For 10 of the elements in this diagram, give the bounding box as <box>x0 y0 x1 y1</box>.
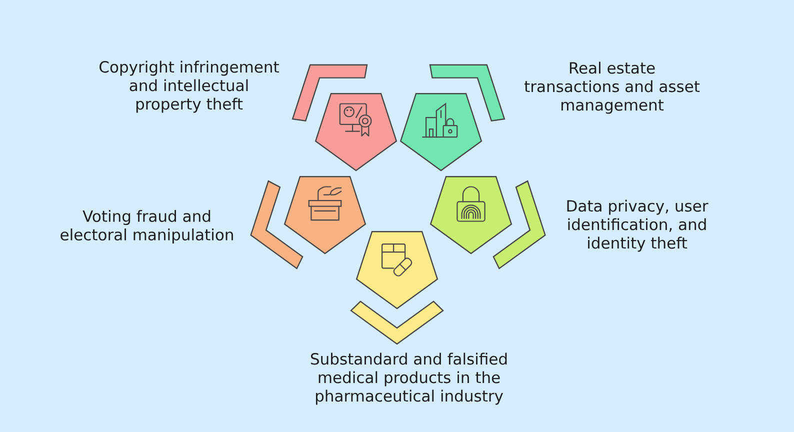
node-label: Voting fraud and electoral manipulation <box>60 210 233 244</box>
pentagon-with-band <box>250 176 366 270</box>
node-label: Copyright infringement and intellectual property theft <box>100 60 279 113</box>
node-label: Data privacy, user identification, and identity theft <box>567 200 708 252</box>
pentagon-with-band <box>400 64 506 172</box>
pentagon-with-band <box>350 231 444 345</box>
pentagon-with-band <box>292 64 398 172</box>
node-label: Substandard and falsified medical products in the pharmaceutical industry <box>311 352 507 405</box>
node-label: Real estate transactions and asset management <box>524 62 700 114</box>
pentagon-with-band <box>430 176 546 270</box>
